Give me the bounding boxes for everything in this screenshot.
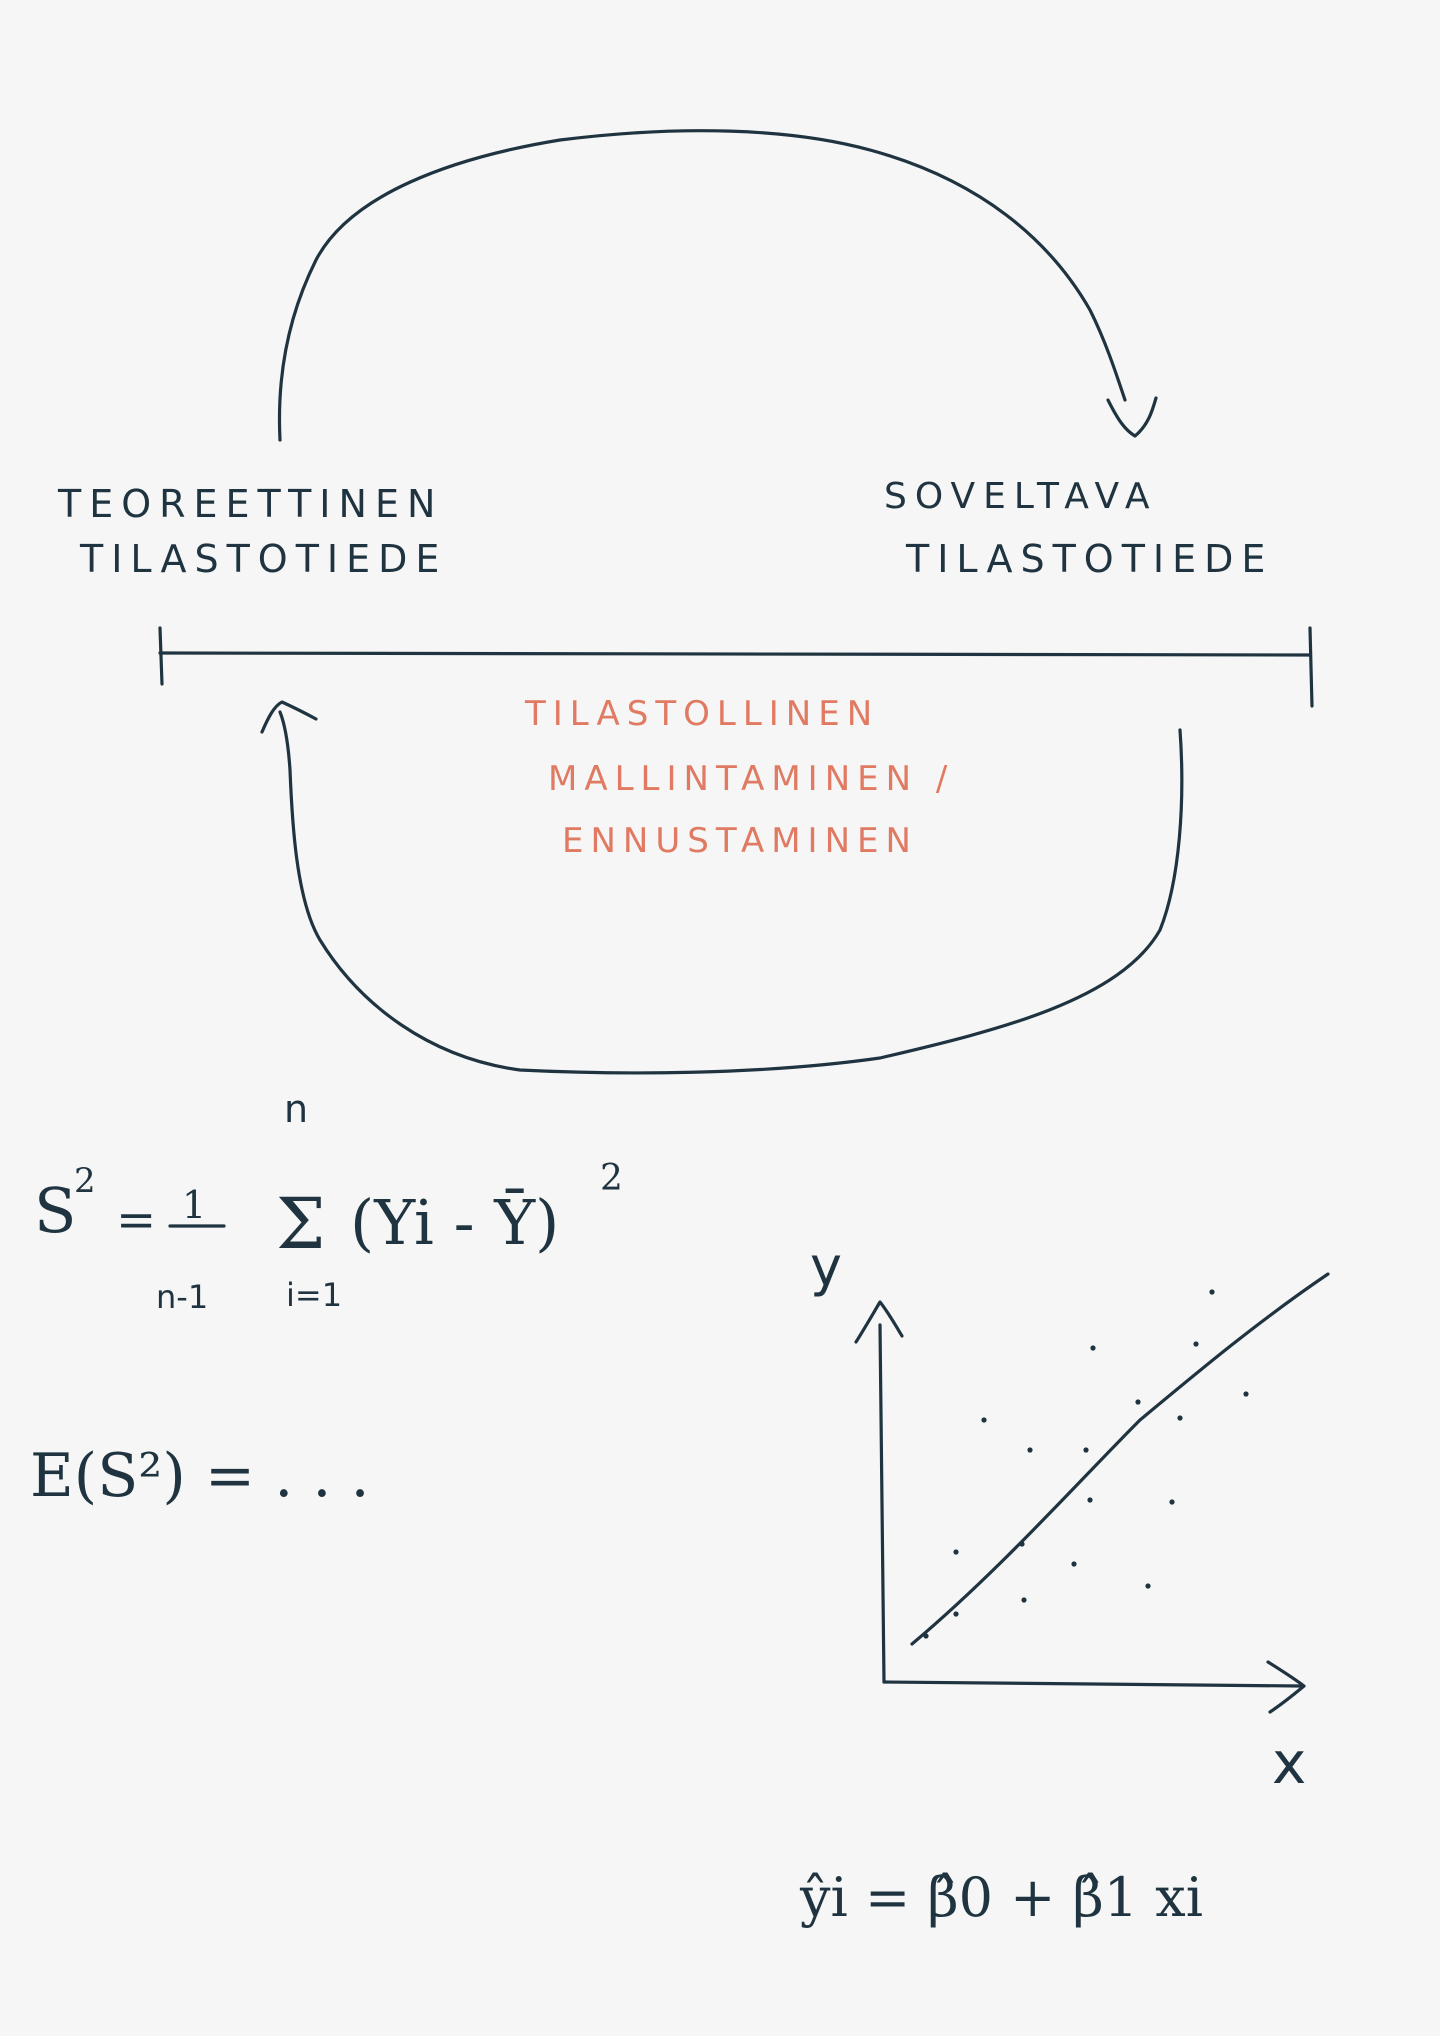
scatter-point: [981, 1417, 987, 1423]
y-axis-label: y: [810, 1235, 842, 1298]
y-axis: [878, 1323, 886, 1684]
x-axis: [882, 1680, 1302, 1688]
scatter-point: [1083, 1447, 1089, 1453]
variance-num: 1: [182, 1183, 206, 1227]
scatter-point: [1177, 1415, 1183, 1421]
y-axis-arrowhead: [854, 1300, 904, 1344]
spectrum-right-tick: [1308, 626, 1314, 708]
regression-formula: ŷi = β̂0 + β̂1 xi: [799, 1866, 1203, 1929]
sum-lower: i=1: [286, 1276, 342, 1314]
scatter-point: [953, 1549, 959, 1555]
sum-sq: 2: [600, 1158, 623, 1199]
middle-label-line1: TILASTOLLINEN: [524, 694, 879, 734]
scatter-point: [1027, 1447, 1033, 1453]
scatter-points: [923, 1289, 1249, 1639]
bottom-arrow-head: [260, 700, 318, 734]
right-label-line2: TILASTOTIEDE: [905, 537, 1273, 581]
bottom-arrow-arc: [278, 710, 1184, 1075]
middle-label-line2: MALLINTAMINEN /: [548, 759, 954, 799]
spectrum-left-tick: [158, 626, 164, 686]
variance-eq: =: [116, 1192, 156, 1248]
right-label-line1: SOVELTAVA: [884, 476, 1158, 517]
sum-body: (Yi - Ȳ): [350, 1186, 559, 1259]
scatter-point: [1169, 1499, 1175, 1505]
variance-lhs: S: [34, 1174, 76, 1247]
x-axis-arrowhead: [1266, 1660, 1306, 1714]
left-label-line1: TEOREETTINEN: [57, 482, 443, 526]
scatter-point: [1135, 1399, 1141, 1405]
x-axis-label: x: [1272, 1729, 1306, 1797]
regression-line: [910, 1272, 1330, 1646]
scatter-point: [923, 1633, 929, 1639]
variance-sq: 2: [74, 1161, 96, 1201]
scatter-point: [1019, 1541, 1025, 1547]
scatter-point: [1145, 1583, 1151, 1589]
left-label-line2: TILASTOTIEDE: [79, 537, 447, 581]
top-arrow-head: [1106, 396, 1158, 438]
scatter-point: [1021, 1597, 1027, 1603]
scatter-point: [1087, 1497, 1093, 1503]
middle-label-line3: ENNUSTAMINEN: [562, 821, 918, 861]
scatter-point: [1193, 1341, 1199, 1347]
sum-symbol: Σ: [276, 1183, 326, 1265]
scatter-point: [1071, 1561, 1077, 1567]
expectation-formula: E(S²) = . . .: [30, 1441, 370, 1511]
variance-den: n-1: [156, 1278, 208, 1316]
sum-upper: n: [284, 1087, 308, 1131]
scatter-point: [1243, 1391, 1249, 1397]
top-arrow-arc: [277, 129, 1127, 442]
scatter-point: [1209, 1289, 1215, 1295]
scatter-point: [953, 1611, 959, 1617]
scatter-point: [1090, 1345, 1096, 1351]
spectrum-line: [158, 651, 1312, 657]
